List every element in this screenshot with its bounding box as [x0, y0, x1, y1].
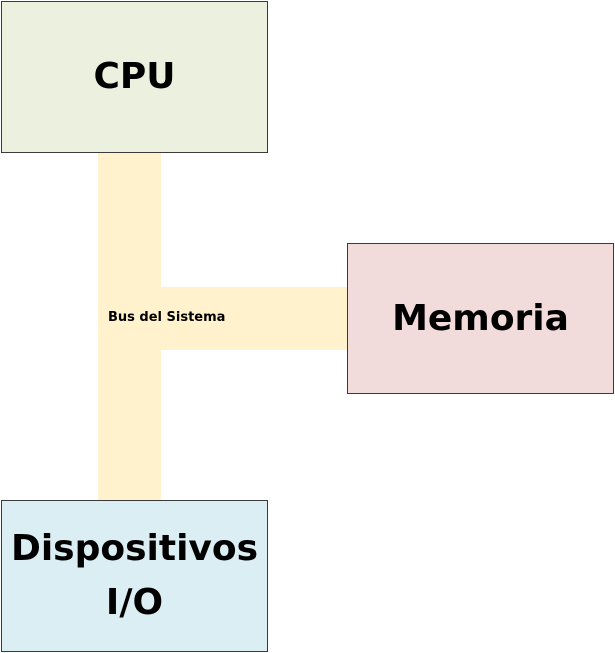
- cpu-label: CPU: [93, 55, 176, 97]
- system-bus-vertical: [98, 152, 161, 501]
- cpu-box: CPU: [1, 1, 268, 153]
- system-bus-label: Bus del Sistema: [108, 310, 226, 325]
- system-bus-horizontal: [161, 287, 348, 350]
- io-label-line2: I/O: [105, 582, 164, 623]
- io-devices-box: Dispositivos I/O: [1, 500, 268, 652]
- io-label-line1: Dispositivos: [10, 528, 259, 569]
- memoria-box: Memoria: [347, 243, 614, 394]
- memoria-label: Memoria: [392, 298, 569, 339]
